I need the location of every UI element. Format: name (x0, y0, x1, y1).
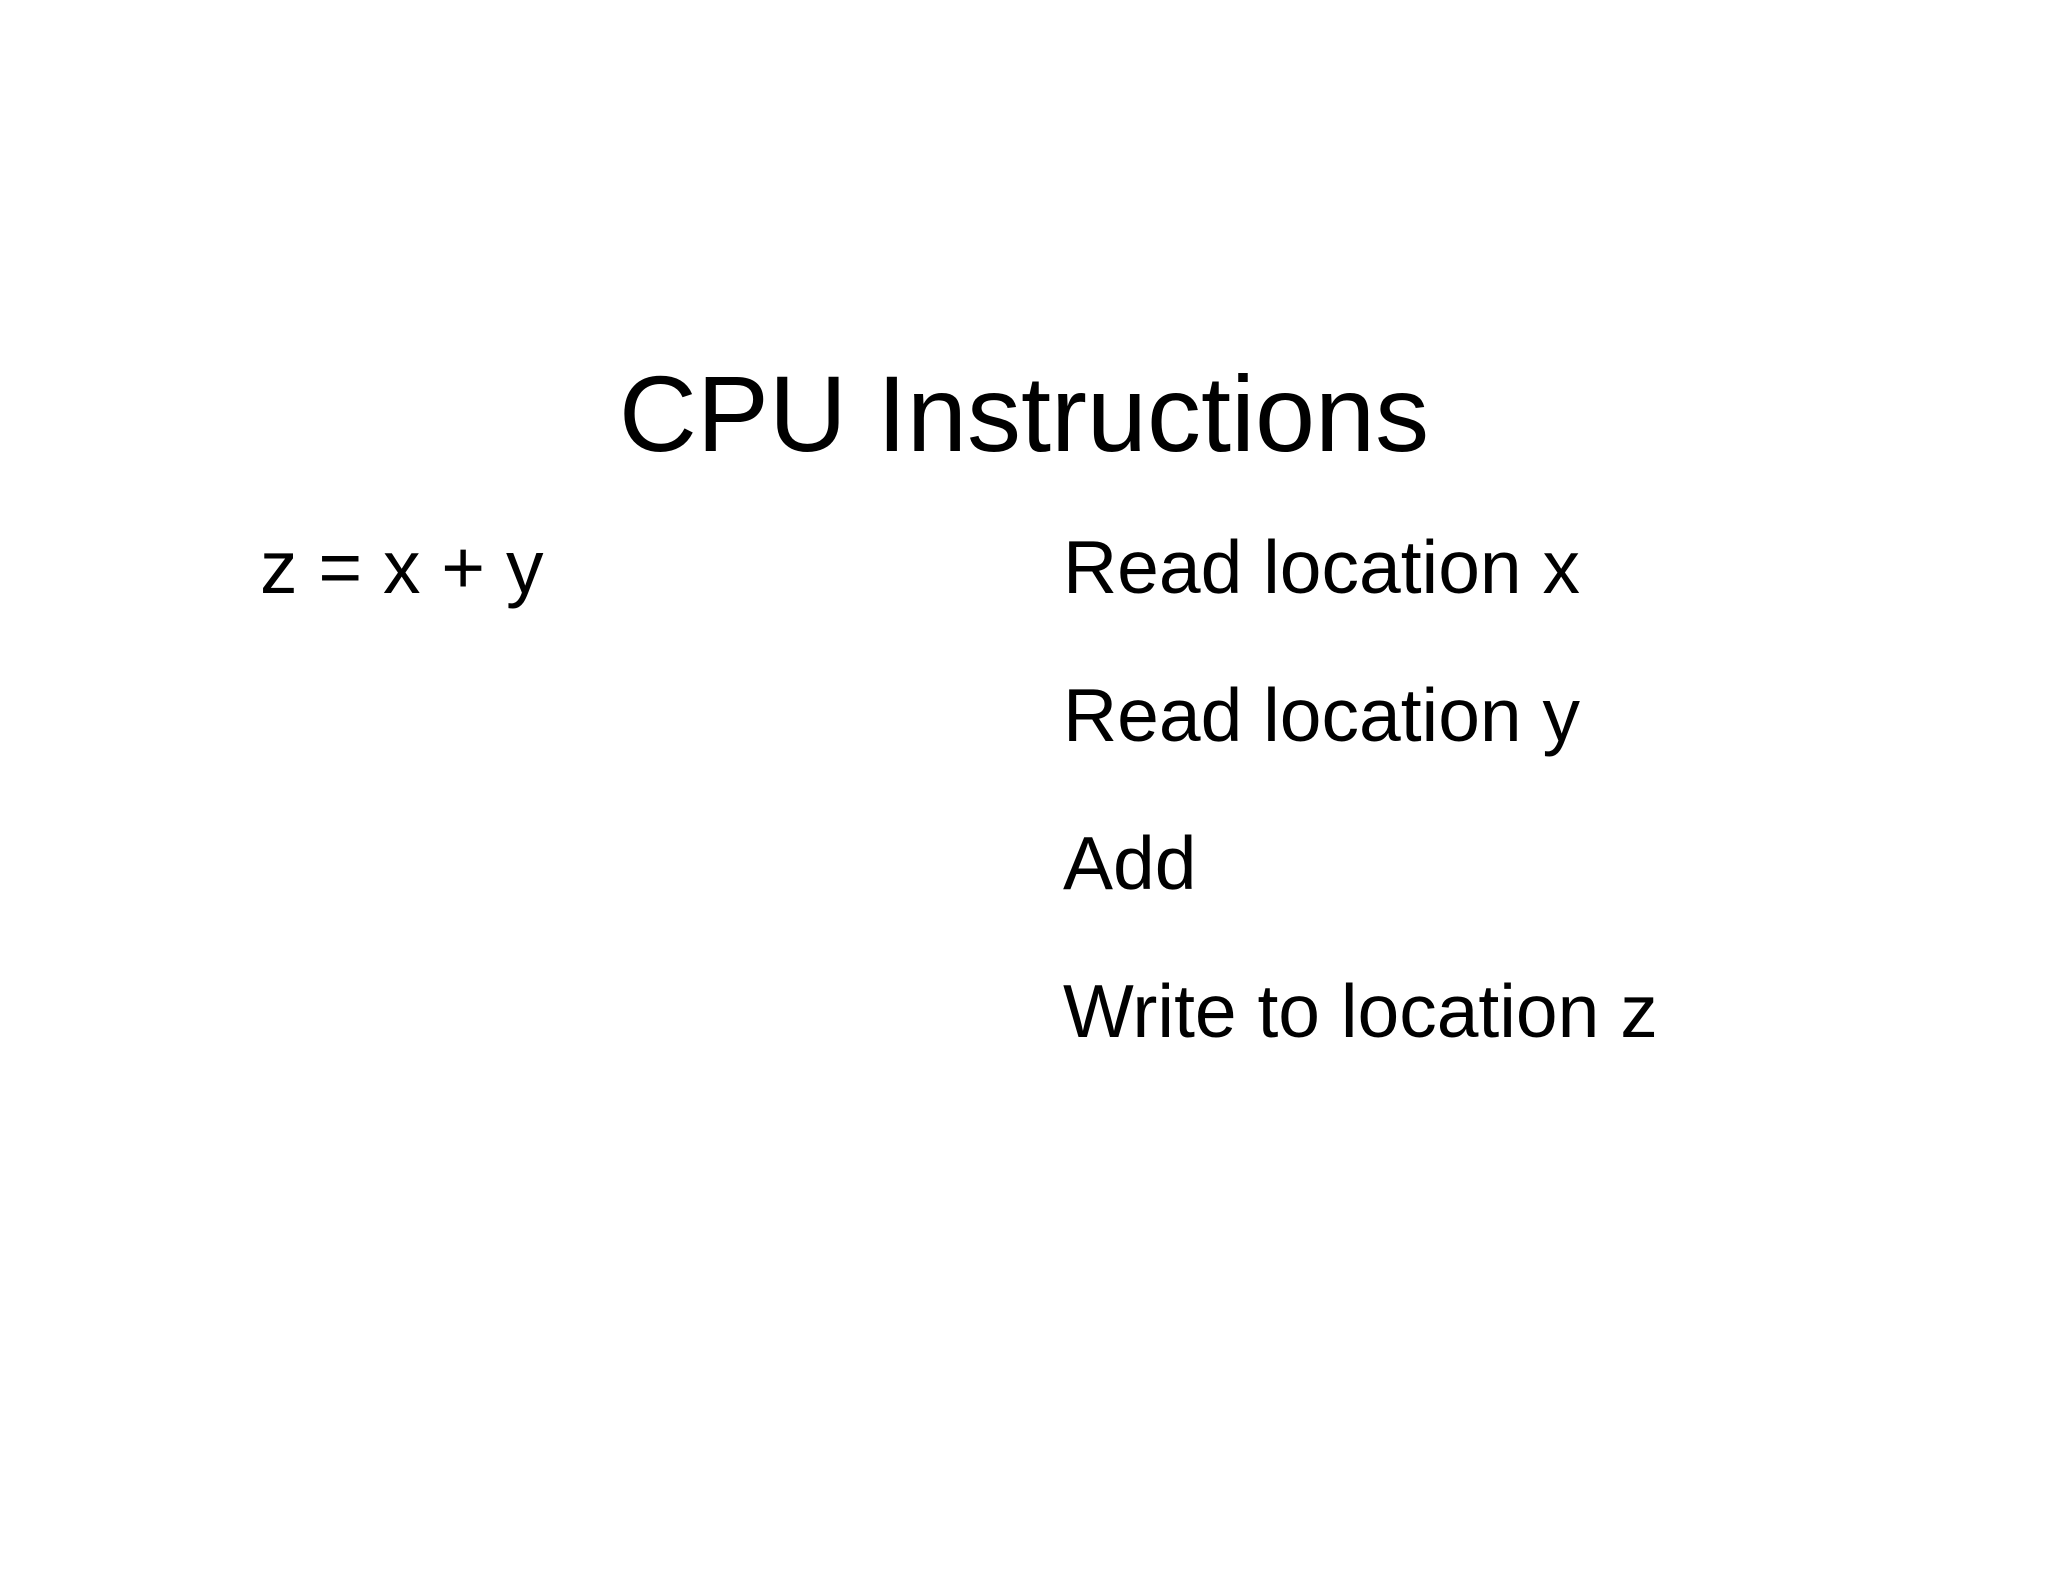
instruction-step-2: Read location y (1063, 673, 1580, 757)
instruction-step-1: Read location x (1063, 525, 1580, 609)
instruction-step-3: Add (1063, 821, 1197, 905)
instruction-steps-list: Read location x Read location y Add Writ… (1063, 530, 1658, 1122)
instruction-step-4: Write to location z (1063, 969, 1658, 1053)
equation-text: z = x + y (260, 525, 544, 609)
slide-title: CPU Instructions (618, 353, 1430, 475)
